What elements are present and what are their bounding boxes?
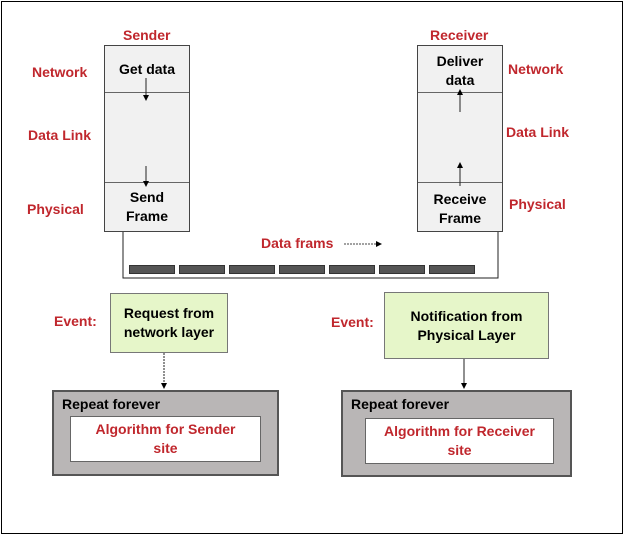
receiver-title: Receiver xyxy=(430,27,489,43)
receiver-algo-line1: Algorithm for Receiver xyxy=(384,423,535,439)
sender-frame-label: Frame xyxy=(125,208,169,224)
channel-label: Data frams xyxy=(261,235,334,251)
sender-divider-top xyxy=(105,92,189,93)
data-frame-segment xyxy=(329,265,375,274)
sender-layer-physical: Physical xyxy=(27,201,84,217)
sender-event-line2: network layer xyxy=(123,324,215,340)
sender-title: Sender xyxy=(123,27,171,43)
receiver-deliver-label: Deliver xyxy=(436,53,484,69)
sender-event-label: Event: xyxy=(54,313,97,329)
receiver-event-box: Notification from Physical Layer xyxy=(384,292,549,359)
sender-get-data: Get data xyxy=(118,61,175,77)
receiver-algorithm-box: Algorithm for Receiver site xyxy=(365,418,554,464)
channel-wire xyxy=(122,232,499,279)
data-frame-segment xyxy=(179,265,225,274)
sender-layer-network: Network xyxy=(32,64,88,80)
sender-algorithm-box: Algorithm for Sender site xyxy=(70,416,261,462)
receiver-layer-datalink: Data Link xyxy=(506,124,570,140)
receiver-event-line1: Notification from xyxy=(410,307,523,324)
receiver-repeat-block: Repeat forever Algorithm for Receiver si… xyxy=(341,390,572,477)
receiver-event-label: Event: xyxy=(331,314,374,330)
sender-protocol-stack: Get data Send Frame xyxy=(104,45,190,232)
receiver-repeat-label: Repeat forever xyxy=(351,396,450,412)
sender-algo-line2: site xyxy=(153,440,178,456)
sender-repeat-block: Repeat forever Algorithm for Sender site xyxy=(52,390,279,476)
data-frame-segment xyxy=(279,265,325,274)
data-frame-segment xyxy=(429,265,475,274)
receiver-layer-network: Network xyxy=(508,61,564,77)
sender-event-line1: Request from xyxy=(123,305,215,321)
data-frame-segment xyxy=(379,265,425,274)
receiver-algo-line2: site xyxy=(447,442,472,458)
data-frame-segment xyxy=(129,265,175,274)
receiver-protocol-stack: Deliver data Receive Frame xyxy=(417,45,503,232)
receiver-event-line2: Physical Layer xyxy=(417,326,516,343)
sender-layer-datalink: Data Link xyxy=(28,127,92,143)
sender-repeat-label: Repeat forever xyxy=(62,396,161,412)
receiver-data-label: data xyxy=(445,72,475,88)
sender-algo-line1: Algorithm for Sender xyxy=(95,421,236,437)
receiver-receive-label: Receive xyxy=(433,191,487,207)
receiver-frame-label: Frame xyxy=(438,210,482,226)
sender-event-box: Request from network layer xyxy=(110,293,228,353)
sender-send-label: Send xyxy=(129,189,165,205)
receiver-layer-physical: Physical xyxy=(509,196,566,212)
data-frame-segment xyxy=(229,265,275,274)
